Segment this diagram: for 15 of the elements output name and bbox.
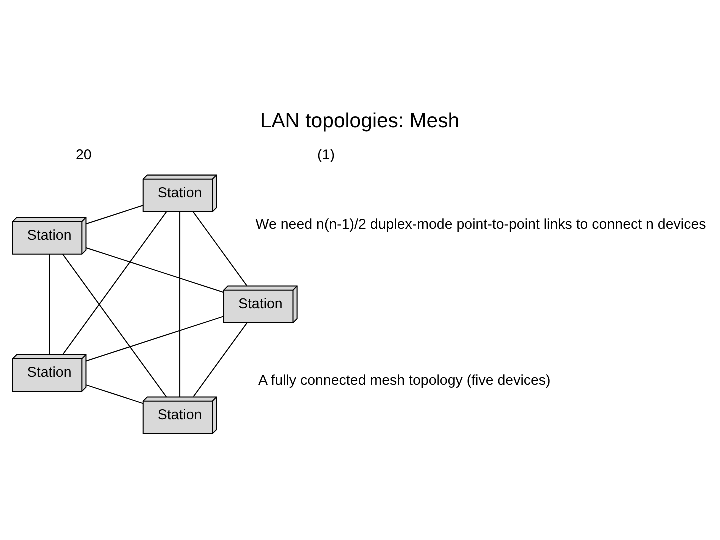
connector [62,211,167,355]
connector [180,211,181,397]
label: We need n(n-1)/2 duplex-mode point-to-point links to connect n devices [256,216,706,232]
label: 20 [76,147,92,164]
label: (1) [318,147,335,164]
diagram-title: LAN topologies: Mesh [260,110,460,132]
connector [86,384,144,404]
connector [49,254,50,354]
connector [193,211,248,286]
connector [193,322,248,397]
connector [86,246,224,293]
label: A fully connected mesh topology (five devices) [258,372,551,388]
connector [86,204,144,224]
connector [62,254,167,397]
connector [86,316,224,362]
